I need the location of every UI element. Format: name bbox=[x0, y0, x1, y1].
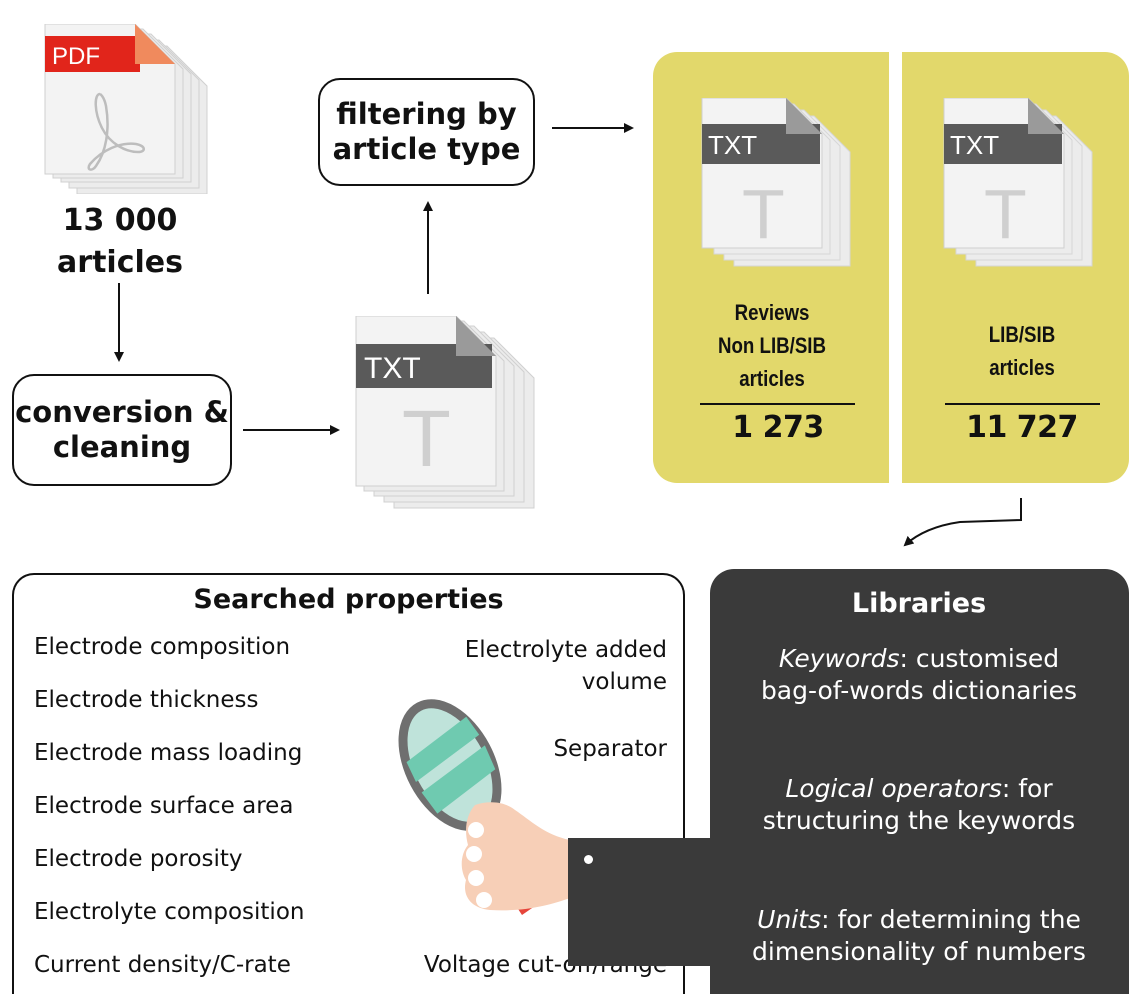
property-electrode-thickness: Electrode thickness bbox=[34, 687, 259, 713]
property-electrolyte-added-volume: Electrolyte added volume bbox=[465, 634, 667, 698]
pdf-file-stack-icon: PDF bbox=[44, 24, 208, 194]
sleeve-shape bbox=[568, 838, 718, 966]
lib-sib-group-label: LIB/SIB articles bbox=[922, 318, 1122, 384]
lib-sib-divider bbox=[945, 403, 1100, 405]
libraries-keywords: Keywords: customised bag-of-words dictio… bbox=[718, 643, 1120, 707]
filtering-box: filtering by article type bbox=[318, 78, 535, 186]
logical-term: Logical operators bbox=[785, 774, 1002, 803]
property-current-density: Current density/C-rate bbox=[34, 952, 291, 978]
svg-text:TXT: TXT bbox=[364, 352, 421, 385]
txt-file-icon-reviews: TXT T bbox=[701, 98, 851, 267]
txt-file-stack-icon: TXT T bbox=[355, 316, 535, 509]
logical-line2: structuring the keywords bbox=[762, 806, 1076, 835]
sleeve-button-dot bbox=[584, 855, 593, 864]
units-line2: dimensionality of numbers bbox=[752, 937, 1086, 966]
keywords-rest: : customised bbox=[899, 644, 1060, 673]
filtering-label-line1: filtering by bbox=[336, 97, 517, 131]
property-electrode-surface-area: Electrode surface area bbox=[34, 793, 294, 819]
libraries-panel bbox=[710, 569, 1129, 994]
keywords-term: Keywords bbox=[778, 644, 900, 673]
property-electrode-composition: Electrode composition bbox=[34, 634, 291, 660]
lib-sib-label-line1: LIB/SIB bbox=[988, 322, 1056, 347]
units-rest: : for determining the bbox=[821, 905, 1081, 934]
property-separator: Separator bbox=[553, 736, 667, 762]
keywords-line2: bag-of-words dictionaries bbox=[760, 676, 1078, 705]
property-electrolyte-composition: Electrolyte composition bbox=[34, 899, 305, 925]
property-electrode-porosity: Electrode porosity bbox=[34, 846, 243, 872]
reviews-label-line2: Non LIB/SIB bbox=[717, 333, 827, 358]
property-electrode-mass-loading: Electrode mass loading bbox=[34, 740, 303, 766]
reviews-divider bbox=[700, 403, 855, 405]
conversion-label-line2: cleaning bbox=[52, 430, 192, 464]
svg-text:T: T bbox=[984, 175, 1027, 253]
libraries-title: Libraries bbox=[851, 588, 987, 619]
reviews-label-line3: articles bbox=[739, 366, 805, 391]
svg-text:PDF: PDF bbox=[52, 43, 100, 70]
svg-text:T: T bbox=[742, 175, 785, 253]
conversion-label-line1: conversion & bbox=[15, 395, 229, 429]
svg-text:TXT: TXT bbox=[708, 130, 757, 160]
filtering-label-line2: article type bbox=[332, 132, 521, 166]
magnifying-glass-icon bbox=[398, 699, 570, 915]
svg-text:TXT: TXT bbox=[950, 130, 999, 160]
txt-file-icon-lib-sib: TXT T bbox=[943, 98, 1093, 267]
units-term: Units bbox=[757, 905, 822, 934]
libraries-logical-operators: Logical operators: for structuring the k… bbox=[718, 773, 1120, 837]
libraries-units: Units: for determining the dimensionalit… bbox=[718, 904, 1120, 968]
lib-sib-count: 11 727 bbox=[966, 410, 1078, 445]
conversion-cleaning-box: conversion & cleaning bbox=[12, 374, 232, 486]
lib-sib-label-line2: articles bbox=[989, 355, 1055, 380]
articles-label: articles bbox=[57, 245, 183, 280]
hand-icon bbox=[461, 802, 570, 911]
logical-rest: : for bbox=[1001, 774, 1053, 803]
arrow-lib-sib-to-libraries bbox=[903, 498, 1022, 547]
svg-text:T: T bbox=[402, 394, 451, 483]
reviews-group-label: Reviews Non LIB/SIB articles bbox=[672, 296, 872, 395]
searched-properties-title: Searched properties bbox=[193, 584, 504, 615]
property-electrolyte-added-line2: volume bbox=[581, 669, 667, 695]
reviews-count: 1 273 bbox=[732, 410, 824, 445]
property-electrolyte-added-line1: Electrolyte added bbox=[464, 637, 667, 663]
reviews-label-line1: Reviews bbox=[734, 300, 810, 325]
articles-count: 13 000 bbox=[62, 203, 178, 238]
